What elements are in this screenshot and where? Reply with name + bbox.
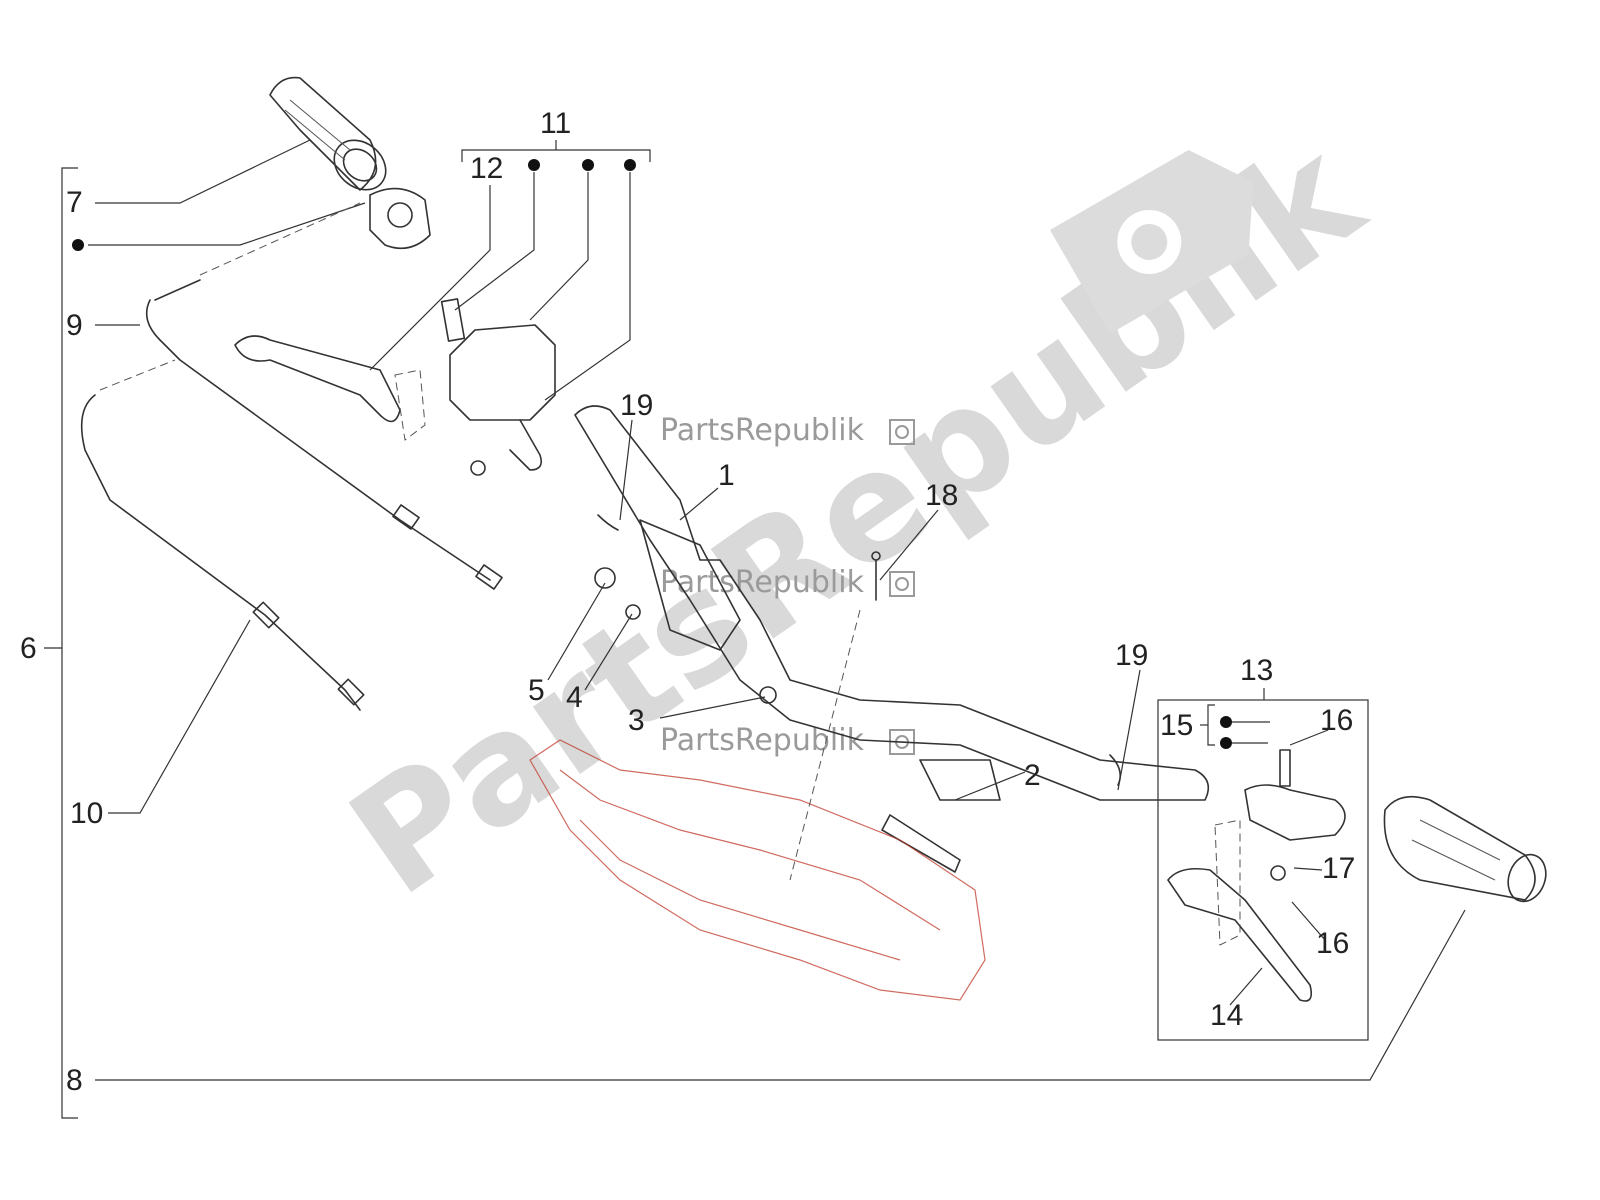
callout-18: 18 (925, 479, 958, 512)
callout-12: 12 (470, 152, 503, 185)
callout-1: 1 (718, 459, 735, 492)
bracket-13 (1157, 699, 1369, 1041)
bullet-marker (1220, 716, 1232, 728)
callout-9: 9 (66, 309, 83, 342)
callout-11: 11 (540, 107, 571, 140)
gear-icon (889, 419, 915, 445)
callout-6: 6 (20, 632, 37, 665)
watermark-small-text: PartsRepublik (660, 723, 865, 758)
callout-14: 14 (1210, 999, 1243, 1032)
brake-lever-right (1167, 749, 1346, 1002)
watermark-small-1: PartsRepublik (660, 413, 915, 448)
callout-13: 13 (1240, 654, 1273, 687)
callout-17: 17 (1322, 852, 1355, 885)
watermark-small-3: PartsRepublik (660, 723, 915, 758)
bullet-marker (528, 159, 540, 171)
throttle-cable (145, 202, 503, 590)
callout-8: 8 (66, 1064, 83, 1097)
bullet-marker (1220, 737, 1232, 749)
watermark-small-text: PartsRepublik (660, 565, 865, 600)
callout-19-top: 19 (620, 389, 653, 422)
scooter-body-outline (529, 609, 986, 1001)
callout-5: 5 (528, 674, 545, 707)
bullet-marker (582, 159, 594, 171)
callout-10: 10 (70, 797, 103, 830)
watermark-small-text: PartsRepublik (660, 413, 865, 448)
callout-4: 4 (566, 681, 583, 714)
callout-16-bottom: 16 (1316, 927, 1349, 960)
left-grip (269, 76, 387, 191)
watermark-logo: PartsRepublik (321, 106, 1393, 929)
watermark-flag-icon (1050, 150, 1254, 334)
callout-19-right: 19 (1115, 639, 1148, 672)
callout-7: 7 (66, 186, 83, 219)
brake-lever-left (234, 335, 426, 441)
gear-icon (889, 571, 915, 597)
bullet-marker (624, 159, 636, 171)
bullet-marker (72, 239, 84, 251)
callout-16-top: 16 (1320, 704, 1353, 737)
callout-3: 3 (628, 704, 645, 737)
right-grip (1383, 795, 1547, 903)
callout-2: 2 (1024, 759, 1041, 792)
callout-15: 15 (1160, 709, 1193, 742)
switch-housing (369, 187, 431, 250)
master-cylinder (440, 298, 556, 476)
watermark-small-2: PartsRepublik (660, 565, 915, 600)
brake-cable (80, 359, 365, 711)
callout-labels: 11 12 7 9 6 10 8 19 1 18 5 4 3 2 19 13 1… (20, 107, 1355, 1097)
bracket-6 (61, 167, 78, 1119)
